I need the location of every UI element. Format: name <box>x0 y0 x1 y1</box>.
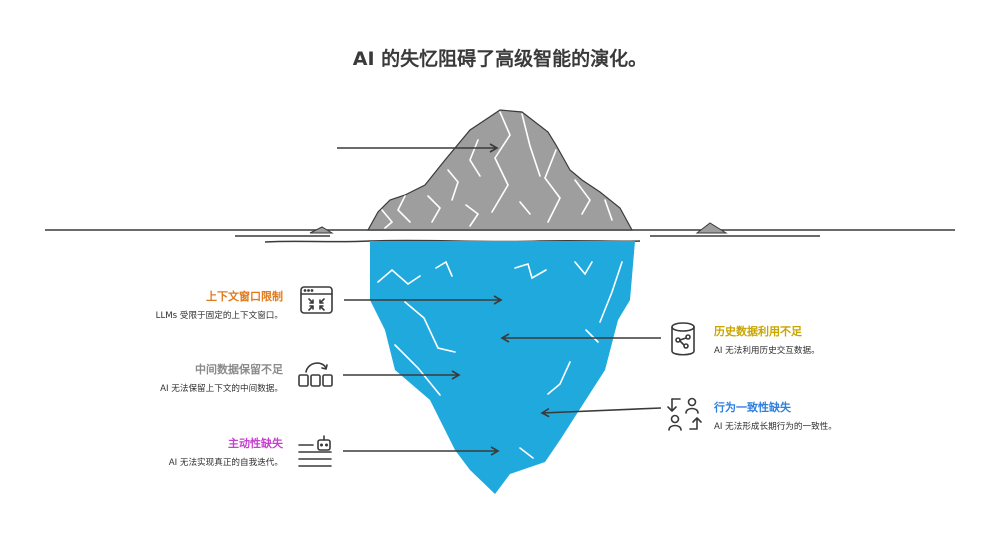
water-surface <box>45 229 955 243</box>
desc-history: AI 无法利用历史交互数据。 <box>714 346 820 356</box>
desc-behavior: AI 无法形成长期行为的一致性。 <box>714 422 837 432</box>
heading-context: 上下文窗口限制 <box>206 290 283 303</box>
robot-list-icon <box>298 435 332 467</box>
desc-proactive: AI 无法实现真正的自我迭代。 <box>168 458 283 468</box>
iceberg-cracks <box>381 111 613 229</box>
underwater-cracks <box>377 260 623 459</box>
desc-context: LLMs 受限于固定的上下文窗口。 <box>155 311 283 321</box>
label-history: 历史数据利用不足 AI 无法利用历史交互数据。 <box>714 324 820 359</box>
heading-proactive: 主动性缺失 <box>228 437 283 450</box>
arrow-behavior <box>540 407 662 418</box>
desc-intermediate: AI 无法保留上下文的中间数据。 <box>160 384 283 394</box>
heading-behavior: 行为一致性缺失 <box>714 401 791 414</box>
arrows <box>337 143 662 456</box>
small-ice-bits <box>309 222 728 234</box>
diagram-title: AI 的失忆阻碍了高级智能的演化。 <box>352 48 648 70</box>
label-behavior: 行为一致性缺失 AI 无法形成长期行为的一致性。 <box>714 400 837 435</box>
label-context: 上下文窗口限制 LLMs 受限于固定的上下文窗口。 <box>156 289 283 324</box>
label-intermediate: 中间数据保留不足 AI 无法保留上下文的中间数据。 <box>160 362 283 397</box>
heading-history: 历史数据利用不足 <box>714 325 802 338</box>
iceberg-underwater <box>370 241 635 494</box>
database-icon <box>671 322 695 356</box>
label-proactive: 主动性缺失 AI 无法实现真正的自我迭代。 <box>169 436 283 471</box>
users-exchange-icon <box>667 397 702 431</box>
heading-intermediate: 中间数据保留不足 <box>195 363 283 376</box>
boxes-flow-icon <box>298 362 333 387</box>
window-compress-icon <box>300 286 333 314</box>
